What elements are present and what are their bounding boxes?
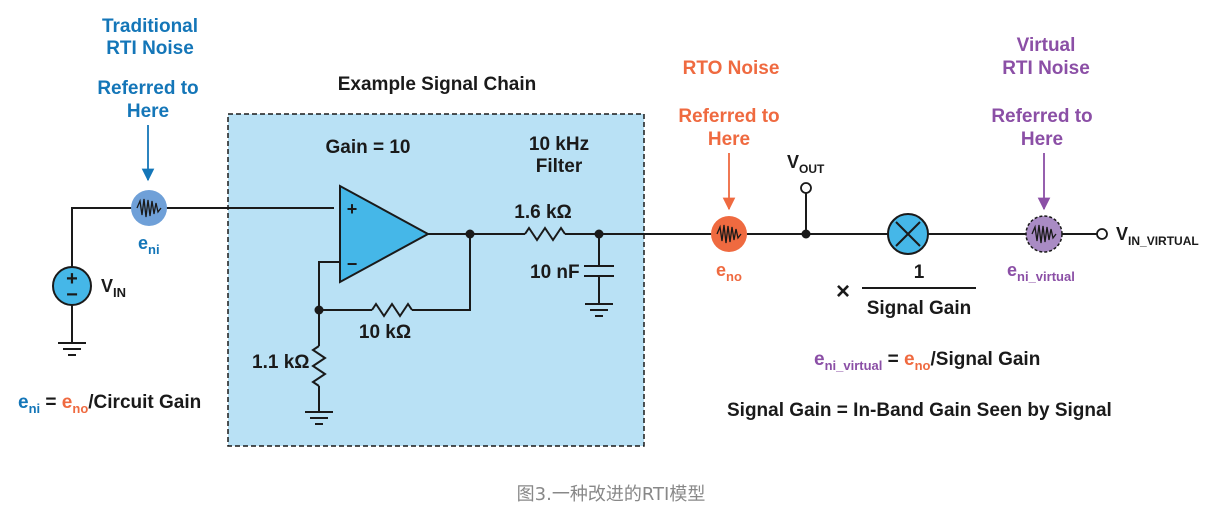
r-ground-label: 1.1 kΩ: [252, 352, 310, 373]
inverting-input-wire: [318, 261, 340, 310]
mult-numerator: 1: [914, 262, 925, 283]
vin-source-minus: −: [66, 284, 78, 306]
virtual-rti-title-line1: Virtual: [1017, 35, 1076, 56]
opamp-plus: +: [347, 199, 358, 219]
vout-label-sub: OUT: [799, 162, 825, 176]
eno-node-label: eno: [716, 260, 742, 284]
eni-virtual-node-label-main: e: [1007, 260, 1017, 280]
traditional-rti-ref-line1: Referred to: [97, 78, 198, 99]
eq1-eq: =: [40, 392, 62, 413]
eq2-lhs-sub: ni_virtual: [825, 358, 883, 373]
ground-symbol-rg: [305, 411, 333, 425]
filter-label-line1: 10 kHz: [529, 134, 589, 155]
eq2-rhs-sub: no: [915, 358, 931, 373]
input-wire: [71, 207, 334, 282]
vout-label-main: V: [787, 152, 799, 172]
virtual-rti-title-line2: RTI Noise: [1002, 58, 1090, 79]
resistor-feedback-10k: [371, 302, 413, 318]
eni-virtual-node-label: eni_virtual: [1007, 260, 1075, 284]
eq1-lhs-main: e: [18, 392, 29, 413]
rto-ref-line2: Here: [708, 129, 750, 150]
eq1-tail: /Circuit Gain: [88, 392, 201, 413]
vout-terminal: [800, 182, 812, 194]
gain-label: Gain = 10: [325, 137, 410, 158]
vin-virtual-label-sub: IN_VIRTUAL: [1128, 234, 1199, 248]
junction-dot-output: [465, 229, 475, 239]
signal-chain-box: [227, 113, 645, 447]
eq2-tail: /Signal Gain: [931, 349, 1041, 370]
eno-node-label-sub: no: [726, 269, 742, 284]
resistor-ground-1k1: [311, 345, 327, 387]
eni-virtual-node-label-sub: ni_virtual: [1017, 269, 1075, 284]
equation-signal-gain: Signal Gain = In-Band Gain Seen by Signa…: [727, 400, 1112, 421]
eq2-lhs-main: e: [814, 349, 825, 370]
rto-ref-line1: Referred to: [678, 106, 779, 127]
vin-source-symbol: + −: [52, 266, 92, 306]
vin-label: VIN: [101, 276, 126, 300]
c-shunt-label: 10 nF: [530, 262, 580, 283]
eno-noise-source-icon: [711, 216, 747, 252]
multiplier-icon: [887, 213, 929, 255]
eni-node-label: eni: [138, 233, 160, 257]
resistor-series-1k6: [524, 226, 566, 242]
equation-eni: eni = eno/Circuit Gain: [18, 392, 201, 416]
opamp-minus: −: [347, 254, 358, 274]
vin-virtual-terminal: [1096, 228, 1108, 240]
traditional-rti-ref-line2: Here: [127, 101, 169, 122]
filter-label-line2: Filter: [536, 156, 583, 177]
vin-label-main: V: [101, 276, 113, 296]
vin-source-plus: +: [66, 268, 78, 290]
traditional-rti-title-line2: RTI Noise: [106, 38, 194, 59]
rto-title: RTO Noise: [683, 58, 780, 79]
eni-virtual-noise-source-icon: [1025, 215, 1063, 253]
eni-node-label-sub: ni: [148, 242, 160, 257]
junction-dot-inverting: [314, 305, 324, 315]
figure-caption: 图3.一种改进的RTI模型: [517, 484, 706, 505]
vin-label-sub: IN: [113, 285, 126, 300]
eq2-rhs-main: e: [904, 349, 915, 370]
equation-eni-virtual: eni_virtual = eno/Signal Gain: [814, 349, 1040, 373]
vout-label: VOUT: [787, 152, 825, 176]
eq2-eq: =: [882, 349, 904, 370]
eq1-rhs-sub: no: [72, 401, 88, 416]
feedback-wire-right: [412, 234, 471, 311]
mult-denominator: Signal Gain: [867, 298, 972, 319]
eni-noise-source-icon: [131, 190, 167, 226]
ground-symbol-cap: [585, 303, 613, 317]
r-feedback-label: 10 kΩ: [359, 322, 411, 343]
vin-virtual-label-main: V: [1116, 224, 1128, 244]
virtual-rti-ref-line2: Here: [1021, 129, 1063, 150]
mult-times: ×: [836, 278, 850, 305]
signal-chain-title: Example Signal Chain: [338, 74, 537, 95]
eno-node-label-main: e: [716, 260, 726, 280]
vin-virtual-label: VIN_VIRTUAL: [1116, 224, 1199, 248]
opamp-symbol: [339, 184, 431, 284]
ground-symbol-vin: [58, 342, 86, 356]
eq1-rhs-main: e: [62, 392, 73, 413]
eq1-lhs-sub: ni: [29, 401, 41, 416]
virtual-rti-ref-line1: Referred to: [991, 106, 1092, 127]
traditional-rti-title-line1: Traditional: [102, 16, 198, 37]
r-series-label: 1.6 kΩ: [514, 202, 572, 223]
eni-node-label-main: e: [138, 233, 148, 253]
